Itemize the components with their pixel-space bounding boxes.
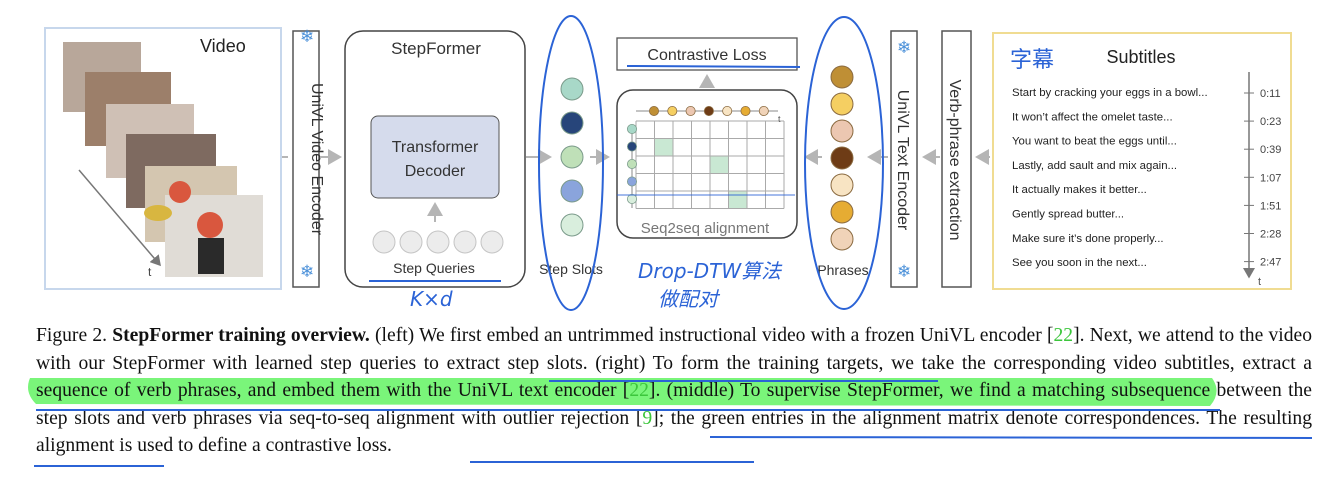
phrase-dot bbox=[649, 106, 660, 117]
pen-note-kxd: K×d bbox=[410, 287, 453, 311]
step-slot bbox=[560, 145, 584, 169]
subtitle-time: 0:11 bbox=[1260, 88, 1281, 100]
citation-link[interactable]: 22 bbox=[1053, 325, 1074, 346]
subtitles-title: Subtitles bbox=[1106, 47, 1175, 67]
phrase-embedding bbox=[830, 173, 854, 197]
stepformer-block: StepFormer Transformer Decoder Step Quer… bbox=[344, 30, 526, 288]
verb-extraction-block: Verb-phrase extraction bbox=[941, 30, 972, 288]
verb-extraction-label: Verb-phrase extraction bbox=[946, 80, 963, 241]
alignment-axis-label: t bbox=[778, 114, 781, 124]
citation-link[interactable]: 9 bbox=[642, 407, 653, 429]
pen-note-subtitles: 字幕 bbox=[1010, 48, 1054, 73]
person-body-icon bbox=[198, 238, 224, 274]
phrase-embedding bbox=[830, 65, 854, 89]
slot-dot bbox=[627, 158, 638, 169]
subtitle-line: See you soon in the next... bbox=[1012, 257, 1147, 269]
phrase-embedding bbox=[830, 146, 854, 170]
video-encoder-block: ❄ ❄ UniVL Video Encoder bbox=[292, 27, 325, 288]
phrase-dot bbox=[758, 106, 769, 117]
subtitle-time: 1:51 bbox=[1260, 200, 1281, 212]
subtitle-line: You want to beat the eggs until... bbox=[1012, 136, 1177, 148]
alignment-label: Seq2seq alignment bbox=[641, 220, 770, 237]
video-encoder-label: UniVL Video Encoder bbox=[308, 83, 325, 236]
video-title: Video bbox=[200, 36, 246, 56]
decoder-label-line2: Decoder bbox=[405, 163, 466, 180]
snowflake-icon: ❄ bbox=[897, 262, 911, 282]
phrase-embedding bbox=[830, 200, 854, 224]
alignment-block: Seq2seq alignment t bbox=[616, 89, 798, 239]
snowflake-icon: ❄ bbox=[300, 262, 314, 282]
subtitle-line: It actually makes it better... bbox=[1012, 184, 1147, 196]
phrase-dot bbox=[703, 106, 714, 117]
caption-text-3: ]. (middle) To supervise StepFormer, we … bbox=[36, 380, 1313, 429]
subtitle-line: Start by cracking your eggs in a bowl... bbox=[1012, 87, 1208, 99]
contrastive-loss-block: Contrastive Loss bbox=[616, 37, 798, 71]
subtitle-time: 0:39 bbox=[1260, 144, 1281, 156]
pen-annotations bbox=[369, 15, 884, 311]
snowflake-icon: ❄ bbox=[300, 27, 314, 47]
text-encoder-label: UniVL Text Encoder bbox=[894, 90, 911, 231]
subtitle-line: It won’t affect the omelet taste... bbox=[1012, 111, 1173, 123]
caption-text-4: ]; the green entries in the alignment ma… bbox=[36, 407, 1312, 457]
phrase-dot bbox=[685, 106, 696, 117]
caption-text-2: ]. Next, we attend to the video with our… bbox=[36, 325, 1313, 401]
step-slot bbox=[560, 213, 584, 237]
figure-label: Figure 2. bbox=[36, 325, 108, 346]
subtitle-time: 2:47 bbox=[1260, 257, 1281, 269]
contrastive-loss-label: Contrastive Loss bbox=[647, 47, 766, 64]
caption-title: StepFormer training overview. bbox=[112, 325, 370, 346]
training-overview-figure: Video t ❄ ❄ UniVL Video Encoder StepForm… bbox=[44, 15, 1292, 311]
pen-circle-step-slots bbox=[538, 15, 604, 311]
step-slot bbox=[560, 179, 584, 203]
step-slots: Step Slots bbox=[539, 77, 603, 277]
slot-dot bbox=[627, 124, 638, 135]
phrase-dot bbox=[667, 106, 678, 117]
match-cell bbox=[728, 191, 747, 209]
subtitle-times: 0:11 0:23 0:39 1:07 1:51 2:28 2:47 bbox=[1244, 88, 1281, 269]
match-cell bbox=[654, 138, 673, 156]
pen-note-drop-dtw: Drop-DTW算法 bbox=[638, 259, 783, 283]
video-frames bbox=[63, 42, 263, 277]
subtitle-time: 2:28 bbox=[1260, 229, 1281, 241]
subtitle-line: Gently spread butter... bbox=[1012, 209, 1124, 221]
figure-caption: Figure 2. StepFormer training overview. … bbox=[36, 322, 1312, 460]
step-slots-label: Step Slots bbox=[539, 261, 603, 277]
subtitle-time: 0:23 bbox=[1260, 116, 1281, 128]
video-time-label: t bbox=[148, 265, 152, 279]
snowflake-icon: ❄ bbox=[897, 38, 911, 58]
match-cell bbox=[710, 156, 729, 174]
phrase-dot bbox=[740, 106, 751, 117]
phrase-embedding bbox=[830, 119, 854, 143]
phrase-embedding bbox=[830, 227, 854, 251]
pen-circle-phrases bbox=[804, 16, 884, 310]
subtitles-panel: Subtitles Start by cracking your eggs in… bbox=[992, 32, 1292, 290]
stepformer-title: StepFormer bbox=[391, 39, 481, 58]
subtitle-time-label: t bbox=[1258, 276, 1261, 288]
slot-dot bbox=[627, 176, 638, 187]
video-panel: Video t bbox=[44, 27, 282, 290]
subtitle-lines: Start by cracking your eggs in a bowl...… bbox=[1012, 87, 1208, 269]
slot-dot bbox=[627, 193, 638, 204]
step-slot bbox=[560, 111, 584, 135]
text-encoder-block: ❄ ❄ UniVL Text Encoder bbox=[890, 30, 918, 288]
step-queries-label: Step Queries bbox=[393, 260, 475, 276]
caption-text-1: (left) We first embed an untrimmed instr… bbox=[369, 325, 1054, 346]
step-slot bbox=[560, 77, 584, 101]
subtitle-line: Make sure it’s done properly... bbox=[1012, 233, 1164, 245]
step-query-circles bbox=[372, 230, 504, 254]
phrases-label: Phrases bbox=[817, 262, 868, 278]
pen-note-pairing: 做配对 bbox=[658, 287, 721, 311]
subtitle-line: Lastly, add sault and mix again... bbox=[1012, 160, 1177, 172]
video-time-arrow bbox=[78, 169, 161, 267]
pen-underline-contrastive-loss bbox=[626, 65, 801, 68]
phrase-dot bbox=[722, 106, 733, 117]
person-head-icon bbox=[197, 212, 223, 238]
slot-dot bbox=[627, 141, 638, 152]
phrases: Phrases bbox=[817, 65, 869, 278]
subtitle-time: 1:07 bbox=[1260, 172, 1281, 184]
decoder-label-line1: Transformer bbox=[392, 139, 479, 156]
phrase-embedding bbox=[830, 92, 854, 116]
citation-link[interactable]: 22 bbox=[629, 380, 649, 401]
